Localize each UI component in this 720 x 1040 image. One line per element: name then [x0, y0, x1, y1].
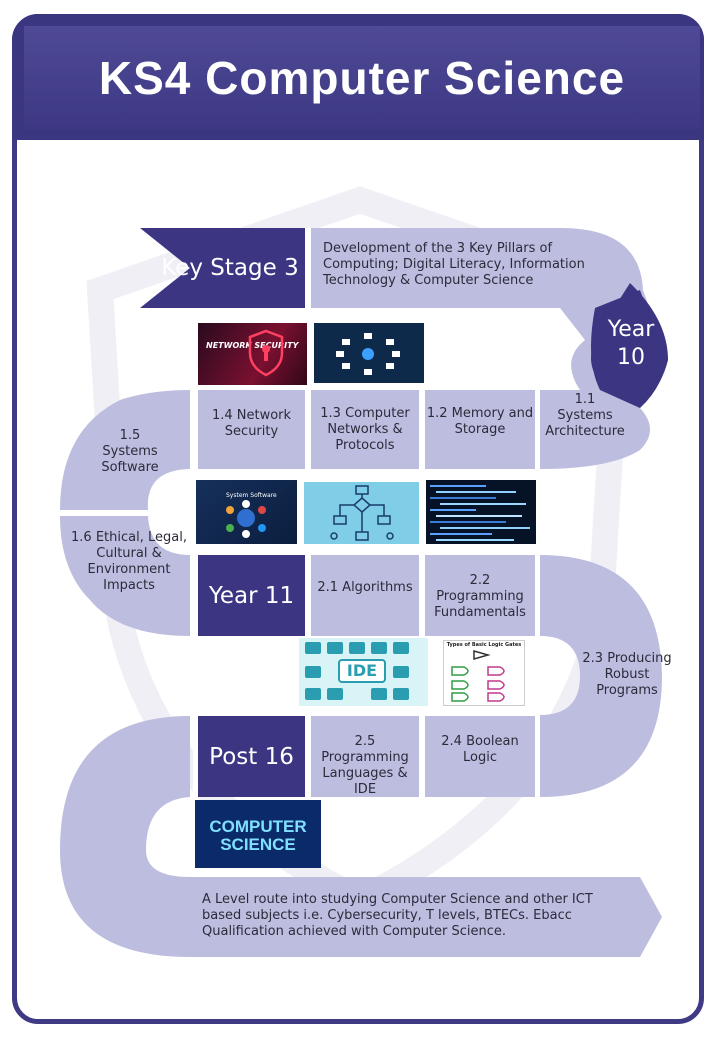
computer-science-image: COMPUTER SCIENCE [195, 800, 321, 868]
topic-2-5: 2.5 Programming Languages & IDE [321, 734, 409, 797]
network-nodes-icon [336, 333, 400, 375]
stage-year10: Year 10 [607, 317, 655, 370]
ide-caption: IDE [346, 661, 378, 680]
topic-1-5: 1.5 Systems Software [101, 428, 159, 475]
stage-post16: Post 16 [198, 716, 305, 797]
page-title: KS4 Computer Science [98, 52, 626, 104]
network-security-caption: NETWORK SECURITY [206, 341, 299, 350]
logic-gate-icons [451, 650, 505, 702]
stage-year11: Year 11 [198, 555, 305, 636]
topic-1-3: 1.3 Computer Networks & Protocols [320, 406, 410, 453]
topic-2-3: 2.3 Producing Robust Programs [582, 651, 672, 698]
cs-caption-line2: SCIENCE [220, 835, 296, 854]
ide-image: IDE [299, 638, 428, 706]
topic-1-6: 1.6 Ethical, Legal, Cultural & Environme… [71, 530, 187, 593]
topic-2-1: 2.1 Algorithms [317, 580, 413, 595]
topic-2-4: 2.4 Boolean Logic [441, 734, 519, 765]
os-icons [226, 500, 266, 538]
cs-caption-line1: COMPUTER [209, 817, 307, 836]
stage-ks3: Key Stage 3 [161, 255, 299, 281]
flowchart-image [304, 482, 419, 544]
topic-1-1: 1.1 Systems Architecture [545, 392, 625, 439]
topic-1-2: 1.2 Memory and Storage [426, 406, 534, 437]
intro-text: Development of the 3 Key Pillars of Comp… [323, 241, 585, 288]
topic-2-2: 2.2 Programming Fundamentals [434, 573, 526, 620]
code-image [426, 480, 536, 544]
flowchart-icon [330, 485, 394, 541]
header-inner [24, 26, 700, 130]
logic-gates-caption: Types of Basic Logic Gates [446, 642, 522, 648]
ks3-arrow [140, 228, 305, 308]
network-security-image: NETWORK SECURITY [198, 323, 307, 385]
system-software-image: System Software [196, 480, 297, 544]
shield-lock-icon [248, 329, 284, 377]
topic-1-4: 1.4 Network Security [211, 408, 292, 439]
code-lines-icon [430, 485, 530, 541]
network-diagram-image [314, 323, 424, 383]
logic-gates-image: Types of Basic Logic Gates [443, 640, 525, 706]
system-software-caption: System Software [226, 492, 277, 499]
ide-icons [305, 642, 409, 700]
outro-text: A Level route into studying Computer Sci… [202, 892, 593, 939]
